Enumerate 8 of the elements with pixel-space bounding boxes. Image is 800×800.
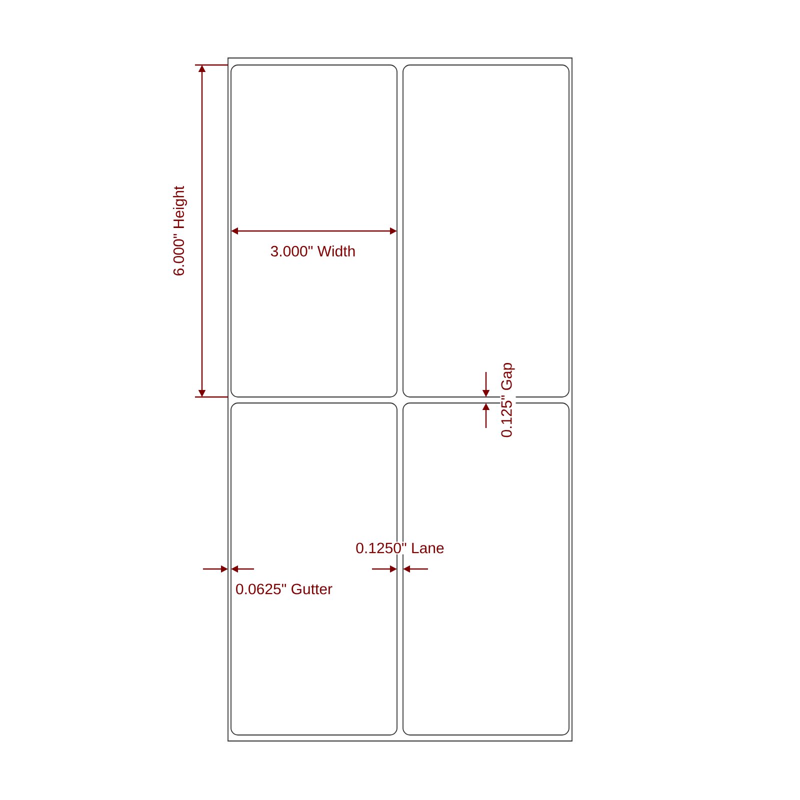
label-box [402,64,570,398]
dimension-label: 0.1250" Lane [354,542,446,554]
label-box [230,64,398,398]
dimension-label: 3.000" Width [269,244,357,258]
dimension-label: 6.000" Height [172,184,188,278]
sheet-outline [228,58,572,742]
dimension-label: 0.125" Gap [500,361,516,439]
dimension-label: 0.0625" Gutter [234,582,334,596]
